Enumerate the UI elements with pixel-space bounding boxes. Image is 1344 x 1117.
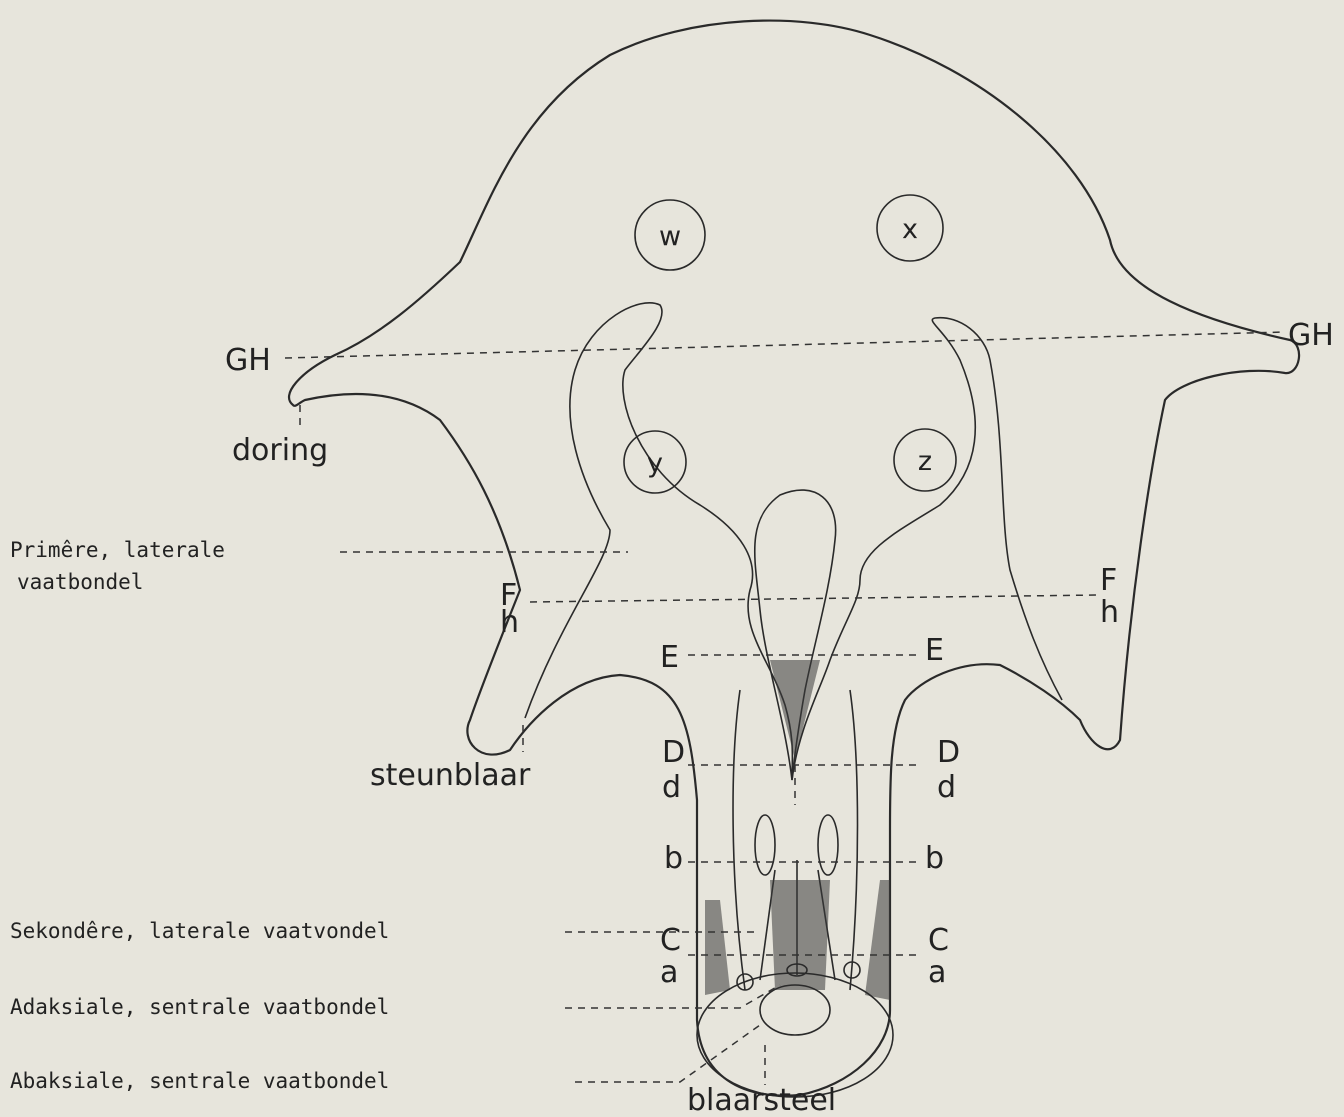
label-b-right: b <box>925 841 944 876</box>
label-F-right: F <box>1100 563 1117 598</box>
central-shading <box>770 660 820 760</box>
callout-primary-lateral-line1: Primêre, laterale <box>10 538 225 562</box>
region-z-label: z <box>918 446 932 477</box>
region-w-label: w <box>659 221 681 252</box>
petiole-inner-left <box>733 690 745 990</box>
label-D-left: D <box>662 735 685 770</box>
label-steunblaar: steunblaar <box>370 758 531 793</box>
label-a-right: a <box>928 955 946 990</box>
secondary-bundle-right-top <box>818 815 838 875</box>
region-x-label: x <box>902 214 918 245</box>
region-y-label: y <box>647 448 663 479</box>
label-h-right: h <box>1100 595 1119 630</box>
callout-primary-lateral-line2: vaatbondel <box>17 570 143 594</box>
label-GH-left: GH <box>225 343 271 378</box>
petiole-shading-right <box>865 880 890 1000</box>
label-E-left: E <box>660 640 679 675</box>
callout-adaxial-central: Adaksiale, sentrale vaatbondel <box>10 995 389 1019</box>
callout-secondary-lateral: Sekondêre, laterale vaatvondel <box>10 919 389 943</box>
label-blaarsteel: blaarsteel <box>687 1083 836 1117</box>
petiole-base-inner <box>760 985 830 1035</box>
label-a-left: a <box>660 955 678 990</box>
label-GH-right: GH <box>1288 318 1334 353</box>
petiole-inner-right <box>850 690 858 990</box>
label-d-left: d <box>662 770 681 805</box>
secondary-bundle-left-top <box>755 815 775 875</box>
label-b-left: b <box>664 841 683 876</box>
leader-abaxial-central <box>575 1025 760 1082</box>
label-C-left: C <box>660 923 681 958</box>
petiole-shading-left <box>705 900 730 995</box>
label-C-right: C <box>928 923 949 958</box>
label-d-right: d <box>937 770 956 805</box>
section-line-Fh <box>530 595 1100 602</box>
label-D-right: D <box>937 735 960 770</box>
section-line-GH <box>285 332 1285 358</box>
label-doring: doring <box>232 433 328 468</box>
label-h-left: h <box>500 605 519 640</box>
callout-abaxial-central: Abaksiale, sentrale vaatbondel <box>10 1069 389 1093</box>
label-E-right: E <box>925 633 944 668</box>
